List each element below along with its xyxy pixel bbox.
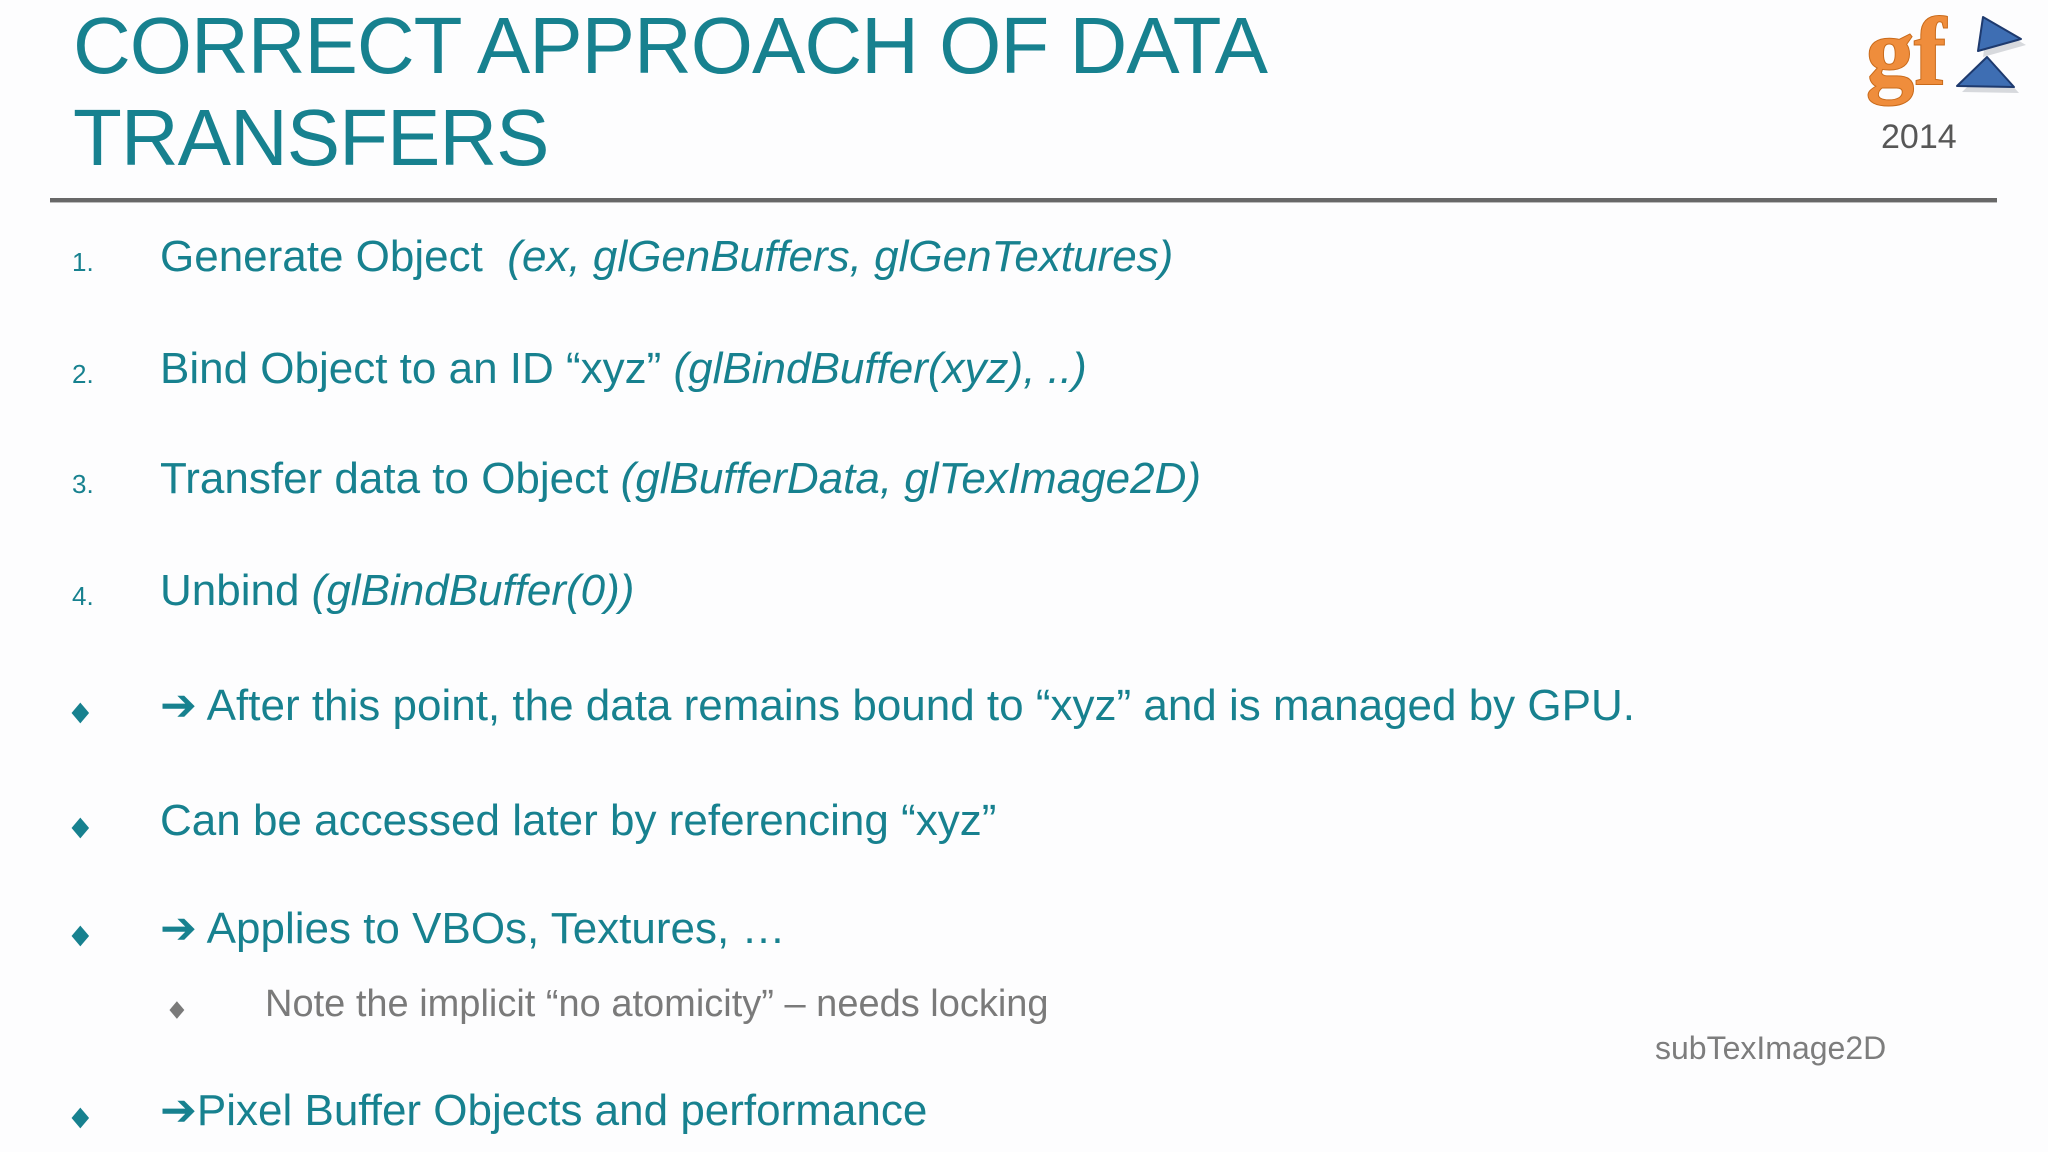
list-item: ◆ Can be accessed later by referencing “x… [0, 796, 2018, 847]
logo-triangle-bottom-icon [1956, 56, 2015, 88]
arrow-right-icon: ➔ [160, 681, 197, 730]
bullet-diamond-icon: ◆ [71, 919, 90, 949]
bullet-diamond-icon: ◆ [71, 811, 90, 841]
list-item-text: ➔ Applies to VBOs, Textures, … [160, 904, 786, 953]
slide-title: CORRECT APPROACH OF DATA TRANSFERS [73, 1, 1283, 182]
list-item-text: Can be accessed later by referencing “xy… [160, 796, 997, 845]
list-number: 1. [72, 247, 94, 277]
list-item: 1. Generate Object (ex, glGenBuffers, glG… [0, 232, 2018, 283]
logo-monogram: gf [1866, 6, 1947, 105]
bullet-diamond-icon: ◆ [71, 1101, 90, 1131]
arrow-right-icon: ➔ [160, 1086, 197, 1135]
list-item-text: ➔ After this point, the data remains bou… [160, 681, 1635, 730]
gfx-logo: gf [1865, 6, 2026, 106]
list-item-text: Note the implicit “no atomicity” – needs… [265, 983, 1049, 1025]
list-item: ◆ ➔ Applies to VBOs, Textures, … [0, 904, 2018, 955]
list-item: ◆ ➔ After this point, the data remains bo… [0, 681, 2018, 732]
list-number: 4. [72, 581, 94, 611]
list-item: 4. Unbind (glBindBuffer(0)) [0, 566, 2018, 617]
logo-triangle-top-icon [1977, 16, 2022, 52]
list-item-text: ➔Pixel Buffer Objects and performance [160, 1086, 928, 1135]
list-item: 2. Bind Object to an ID “xyz” (glBindBuff… [0, 344, 2018, 395]
list-item-text: Bind Object to an ID “xyz” (glBindBuffer… [160, 344, 1087, 393]
list-item: ◆ Note the implicit “no atomicity” – need… [0, 983, 2018, 1027]
bullet-diamond-icon: ◆ [169, 995, 185, 1021]
side-annotation: subTexImage2D [1655, 1030, 1887, 1066]
list-item-text: Generate Object (ex, glGenBuffers, glGen… [160, 232, 1174, 281]
title-divider [50, 198, 1997, 203]
list-item-text: Transfer data to Object (glBufferData, g… [160, 454, 1202, 503]
logo-year: 2014 [1881, 118, 1957, 156]
bullet-diamond-icon: ◆ [71, 696, 90, 726]
list-number: 2. [72, 359, 94, 389]
list-item: 3. Transfer data to Object (glBufferData,… [0, 454, 2018, 505]
list-item-text: Unbind (glBindBuffer(0)) [160, 566, 635, 615]
arrow-right-icon: ➔ [160, 904, 197, 953]
list-item: ◆ ➔Pixel Buffer Objects and performance [0, 1086, 2018, 1137]
list-number: 3. [72, 469, 94, 499]
